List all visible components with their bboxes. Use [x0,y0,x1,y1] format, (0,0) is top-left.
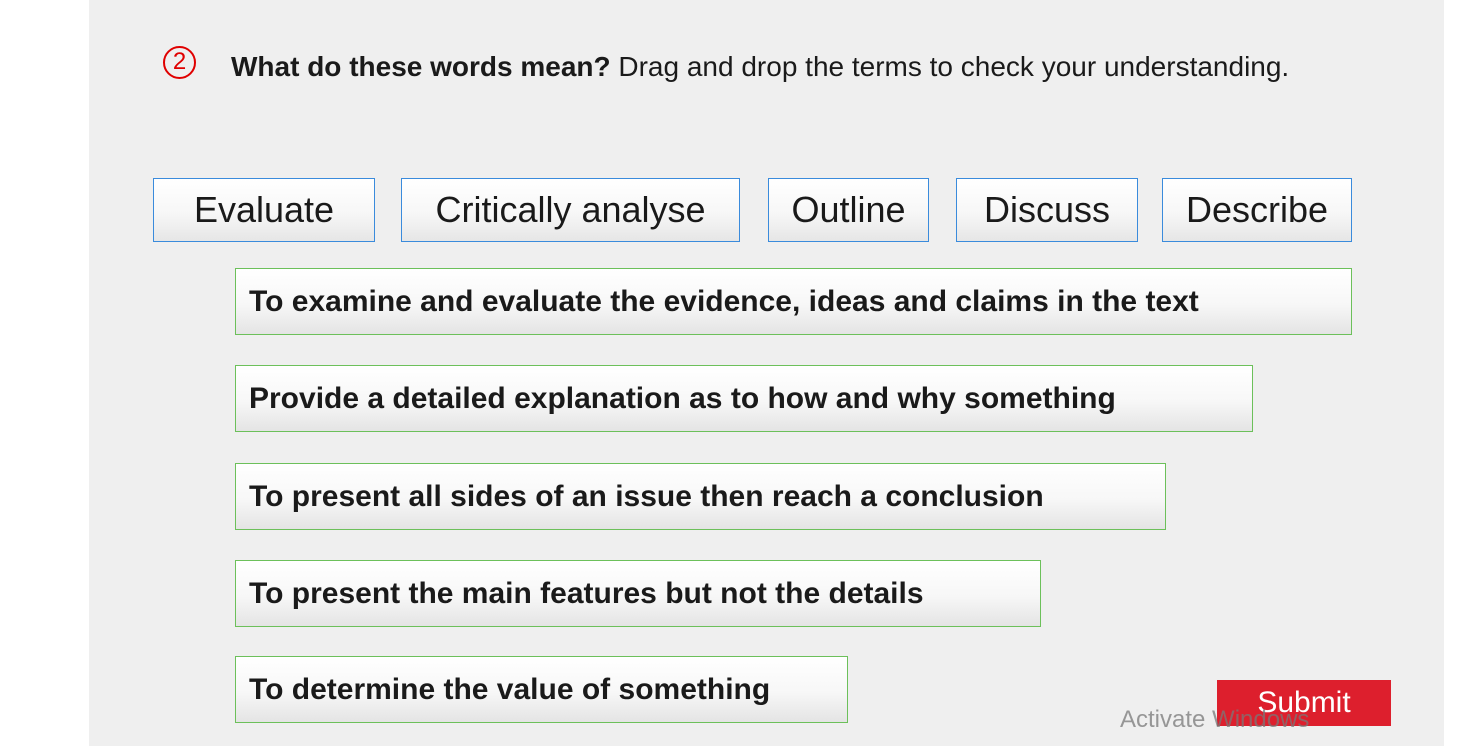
term-evaluate[interactable]: Evaluate [153,178,375,242]
term-discuss[interactable]: Discuss [956,178,1138,242]
term-outline[interactable]: Outline [768,178,929,242]
definition-4[interactable]: To present the main features but not the… [235,560,1041,627]
question-text: What do these words mean? Drag and drop … [231,42,1311,91]
question-instruction: Drag and drop the terms to check your un… [610,51,1290,82]
term-describe[interactable]: Describe [1162,178,1352,242]
definition-2[interactable]: Provide a detailed explanation as to how… [235,365,1253,432]
question-header: 2 What do these words mean? Drag and dro… [163,42,1313,91]
question-bold-text: What do these words mean? [231,51,611,82]
definition-5[interactable]: To determine the value of something [235,656,848,723]
submit-button[interactable]: Submit [1217,680,1391,726]
definition-3[interactable]: To present all sides of an issue then re… [235,463,1166,530]
term-critically-analyse[interactable]: Critically analyse [401,178,740,242]
definition-1[interactable]: To examine and evaluate the evidence, id… [235,268,1352,335]
question-number-badge: 2 [163,46,196,79]
